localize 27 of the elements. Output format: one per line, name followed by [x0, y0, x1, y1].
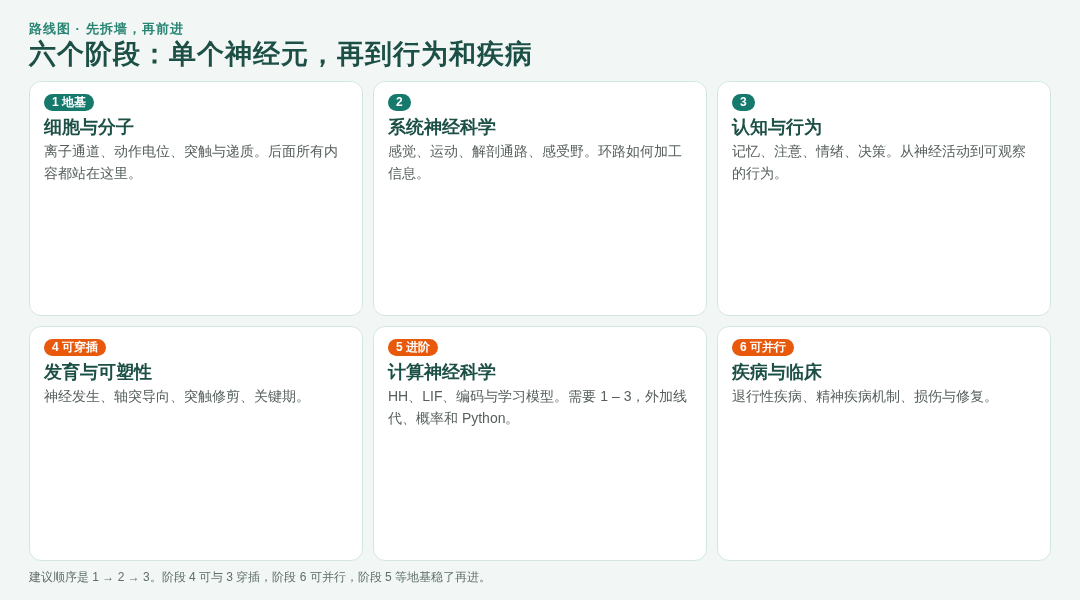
card-description: 神经发生、轴突导向、突触修剪、关键期。 — [44, 387, 311, 406]
stage-badge: 6 可并行 — [732, 339, 794, 356]
footer-note: 建议顺序是 1 → 2 → 3。阶段 4 可与 3 穿插，阶段 6 可并行，阶段 5 等地基稳了再进。 — [29, 569, 492, 586]
card-description: 退行性疾病、精神疾病机制、损伤与修复。 — [732, 387, 999, 406]
card-description: HH、LIF、编码与学习模型。需要 1 – 3，外加线代、概率和 Python。 — [388, 387, 689, 428]
stage-badge: 3 — [732, 94, 755, 111]
card-heading: 系统神经科学 — [388, 116, 496, 139]
card-heading: 细胞与分子 — [44, 116, 134, 139]
card-description: 离子通道、动作电位、突触与递质。后面所有内容都站在这里。 — [44, 142, 339, 183]
page-title: 六个阶段：单个神经元，再到行为和疾病 — [29, 38, 533, 71]
card-heading: 疾病与临床 — [732, 361, 822, 384]
card-heading: 发育与可塑性 — [44, 361, 152, 384]
card-heading: 计算神经科学 — [388, 361, 496, 384]
stage-card — [29, 326, 363, 561]
card-description: 记忆、注意、情绪、决策。从神经活动到可观察的行为。 — [732, 142, 1027, 183]
stage-badge: 1 地基 — [44, 94, 94, 111]
card-description: 感觉、运动、解剖通路、感受野。环路如何加工信息。 — [388, 142, 683, 183]
stage-card — [717, 326, 1051, 561]
stage-card — [717, 81, 1051, 316]
stage-badge: 5 进阶 — [388, 339, 438, 356]
card-heading: 认知与行为 — [732, 116, 822, 139]
stage-card — [373, 326, 707, 561]
stage-badge: 2 — [388, 94, 411, 111]
stage-badge: 4 可穿插 — [44, 339, 106, 356]
stage-card — [373, 81, 707, 316]
stage-card — [29, 81, 363, 316]
kicker-text: 路线图 · 先拆墙，再前进 — [29, 20, 184, 38]
